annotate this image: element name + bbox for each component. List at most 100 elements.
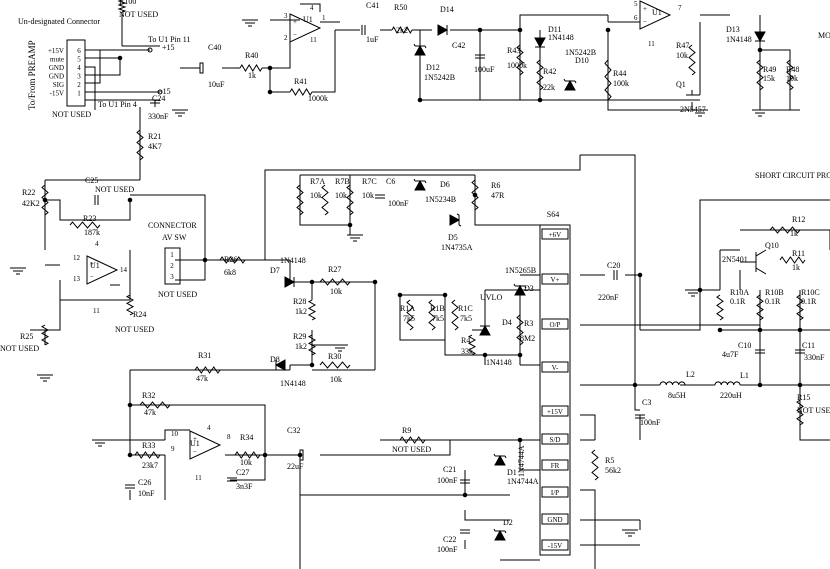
junction-dot — [462, 492, 468, 498]
preamp-pin-name: SIG — [53, 81, 64, 89]
d3-value: 1N5265B — [505, 266, 536, 275]
junction-dot — [477, 27, 483, 33]
r21-value: 4K7 — [148, 142, 162, 151]
r41-ref: R41 — [294, 77, 307, 86]
junction-dot — [297, 452, 303, 458]
c20-capacitor — [613, 270, 618, 280]
r15-ref: R15 — [797, 393, 810, 402]
ground-u1-bot — [92, 439, 108, 447]
d4-diode — [479, 324, 491, 336]
r1c-resistor — [451, 299, 459, 331]
r24-ref: R24 — [133, 310, 146, 319]
to-from-preamp-label: To/From PREAMP — [27, 40, 37, 110]
r22-ref: R22 — [22, 188, 35, 197]
junction-dot — [605, 27, 611, 33]
junction-dot — [127, 452, 133, 458]
c11-value: 330nF — [804, 353, 825, 362]
r27-ref: R27 — [328, 265, 341, 274]
r10c-ref: R10C — [801, 288, 820, 297]
r33-value: 23k7 — [142, 461, 158, 470]
r7b-ref: R7B — [335, 177, 350, 186]
preamp-pin-name: -15V — [50, 90, 64, 98]
c24-ref: C24 — [152, 94, 165, 103]
r47-resistor — [688, 44, 696, 76]
r44-ref: R44 — [613, 69, 626, 78]
preamp-pin-name: GND — [49, 64, 64, 72]
u1-bot-ref: U1 — [190, 439, 200, 448]
ground-r25 — [37, 374, 53, 382]
preamp-connector-not-used: NOT USED — [52, 110, 91, 119]
r10b-resistor — [756, 294, 764, 321]
s64-pin-box — [541, 513, 569, 525]
r49-resistor — [756, 59, 764, 91]
junction-dot — [372, 279, 378, 285]
c25-ref: C25 — [85, 176, 98, 185]
u1-mid-pin: 11 — [93, 307, 100, 315]
r29-resistor — [307, 334, 317, 356]
r44-value: 100k — [613, 79, 629, 88]
r12-ref: R12 — [792, 215, 805, 224]
d12-ref: D12 — [426, 63, 440, 72]
c41-ref: C41 — [366, 1, 379, 10]
svg-text:−: − — [90, 273, 94, 281]
r30-ref: R30 — [328, 352, 341, 361]
r40-ref: R40 — [245, 51, 258, 60]
c20-ref: C20 — [607, 261, 620, 270]
u1-top-pin: 3 — [284, 12, 288, 20]
r30-resistor — [319, 361, 351, 369]
c40-ref: C40 — [208, 43, 221, 52]
l2-ref: L2 — [686, 370, 695, 379]
r22-value: 42K2 — [22, 199, 40, 208]
r100-value: NOT USED — [119, 10, 158, 19]
s64-pin-5: S/D — [550, 436, 561, 444]
c3-value: 100nF — [640, 418, 661, 427]
r3-value: 8M2 — [520, 334, 535, 343]
c22-ref: C22 — [443, 535, 456, 544]
u1-bot-pin: 10 — [171, 430, 179, 438]
s64-pin-box — [541, 361, 569, 373]
r21-resistor — [136, 129, 144, 161]
d4-ref: D4 — [502, 318, 512, 327]
r41-value: 1000k — [308, 94, 328, 103]
preamp-pin-number: 1 — [77, 90, 81, 98]
s64-pin-1: V+ — [550, 276, 559, 284]
c3-ref: C3 — [642, 398, 651, 407]
q10-ref: Q10 — [765, 241, 779, 250]
u1-tr-pin: 5 — [634, 0, 638, 8]
preamp-connector — [66, 39, 86, 107]
r32-value: 47k — [144, 408, 156, 417]
r1b-resistor — [428, 299, 436, 331]
r50-value: 2k2 — [396, 26, 408, 35]
u1-tr-pin: 11 — [648, 40, 655, 48]
r47-value: 10k — [676, 51, 688, 60]
d10-zener — [563, 78, 577, 91]
c24-value: 330nF — [148, 112, 169, 121]
s64-pin-box — [541, 318, 569, 330]
avsw-connector — [164, 247, 181, 285]
c10-ref: C10 — [738, 341, 751, 350]
r40-resistor — [239, 64, 263, 72]
junction-dot — [697, 287, 703, 293]
d12-value: 1N5242B — [424, 73, 455, 82]
u1-tr-opamp: +− — [639, 0, 672, 30]
r1c-ref: R1C — [458, 304, 473, 313]
q10-transistor — [740, 249, 767, 275]
preamp-pin-name: GND — [49, 73, 64, 81]
c22-capacitor — [460, 529, 470, 534]
ground-q1 — [692, 109, 708, 117]
d2-ref: D2 — [503, 518, 513, 527]
s64-pin-box — [541, 273, 569, 285]
r15-value: NOT USED — [797, 406, 830, 415]
s64-pin-8: GND — [547, 516, 562, 524]
s64-pin-4: +15V — [547, 408, 563, 416]
c41-value: 1uF — [366, 35, 379, 44]
d1-zener — [493, 453, 507, 466]
avsw-pin-number: 2 — [170, 262, 174, 270]
r5-ref: R5 — [605, 456, 614, 465]
d13-diode — [754, 31, 766, 43]
r41-resistor — [289, 88, 313, 96]
s64-pin-box — [541, 486, 569, 498]
d10-value: 1N5242B — [565, 48, 596, 57]
c26-ref: C26 — [138, 478, 151, 487]
